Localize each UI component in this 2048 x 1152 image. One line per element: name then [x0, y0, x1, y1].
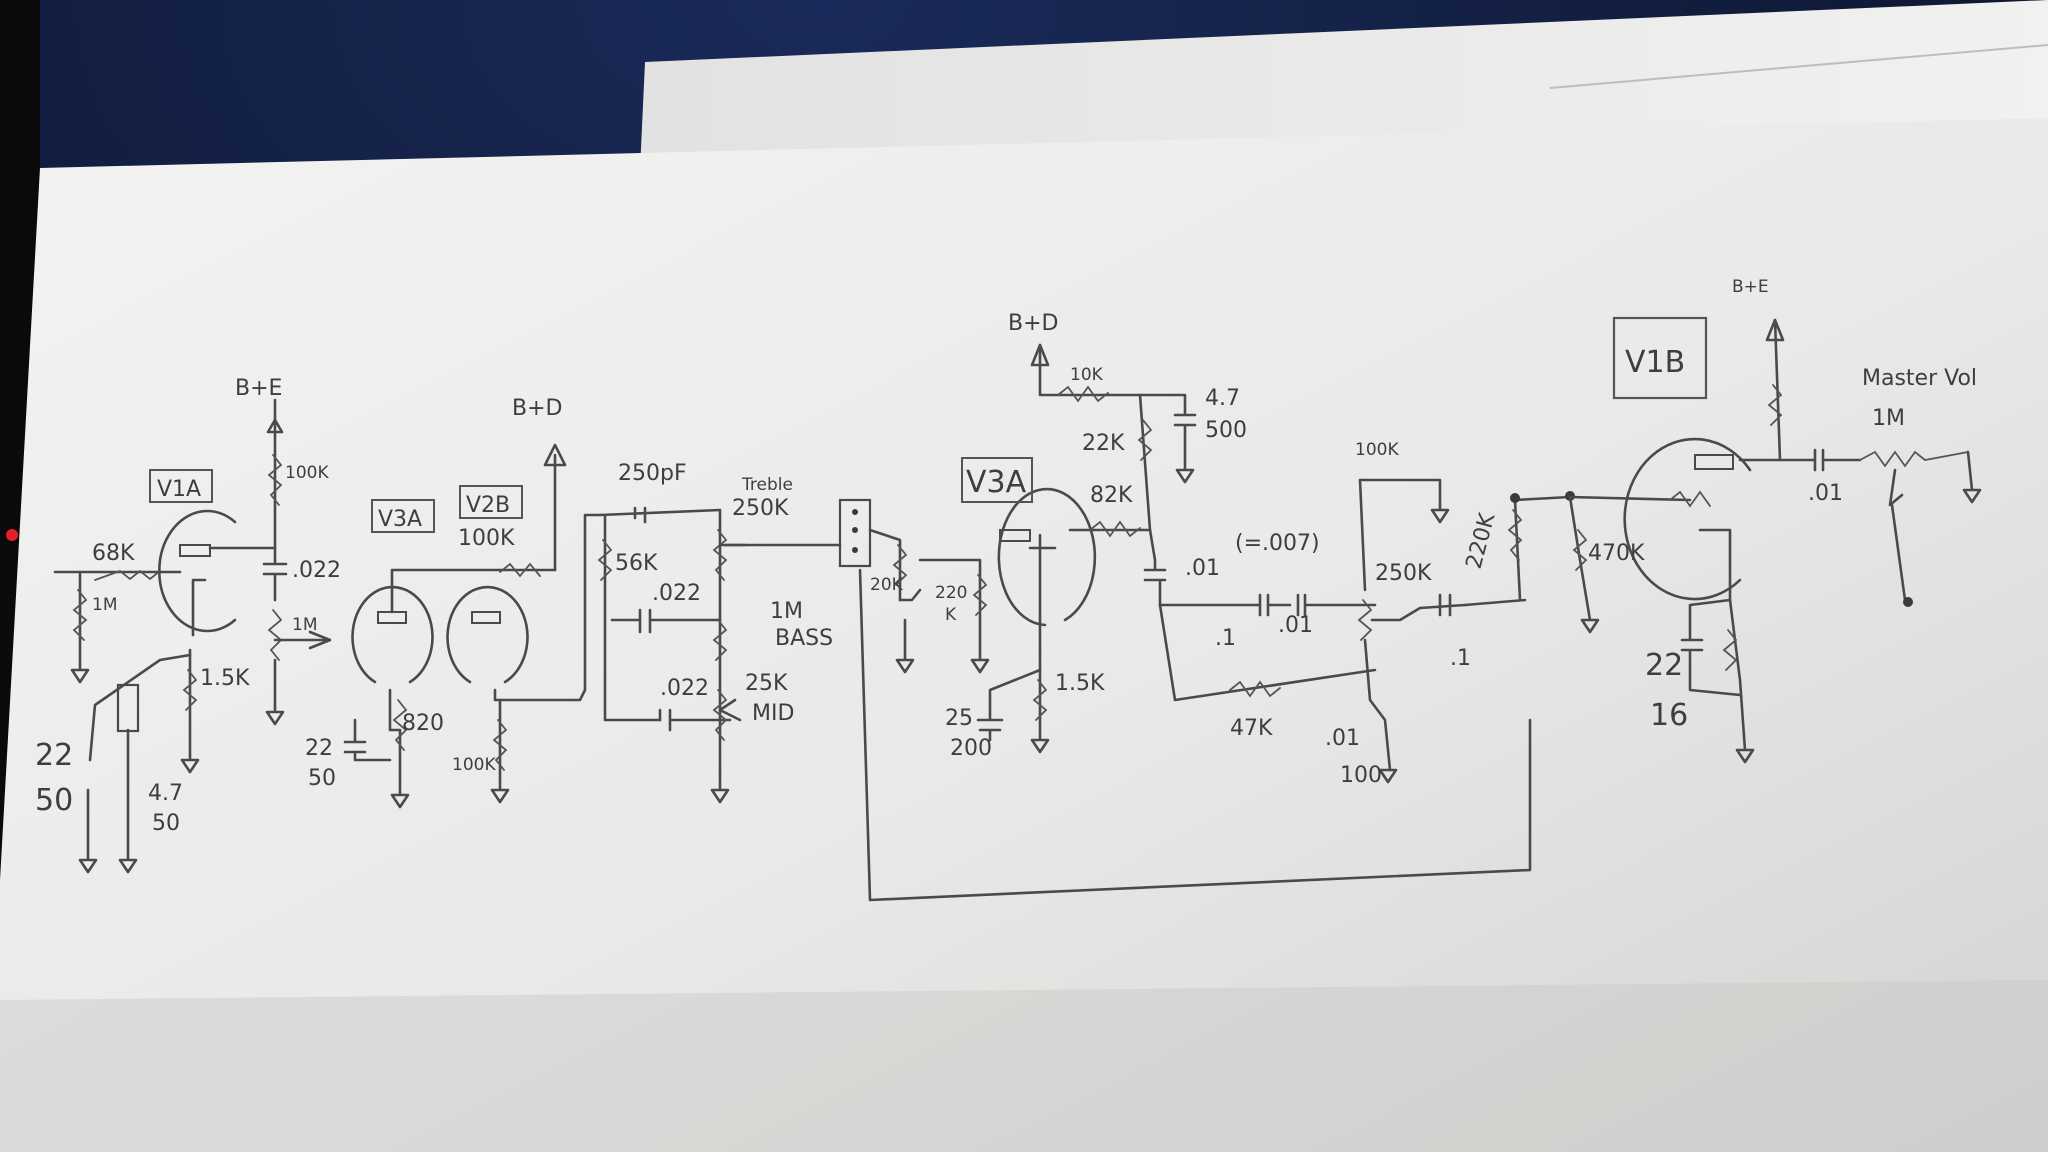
label-r100k-top: 100K — [1355, 440, 1399, 460]
label-treble-val: 250K — [732, 496, 789, 521]
paper-shadow — [0, 980, 2048, 1152]
label-c1-b: .1 — [1450, 646, 1471, 671]
label-master-vol: Master Vol — [1862, 366, 1977, 391]
label-c007: (=.007) — [1235, 531, 1320, 556]
label-bass-name: BASS — [775, 626, 833, 651]
label-v3a-mid: V3A — [966, 465, 1027, 500]
box-v1a — [149, 469, 213, 503]
label-r22k: 22K — [1082, 431, 1125, 456]
label-c01-out: .01 — [1808, 481, 1843, 506]
label-cap22-50-a: 22 — [35, 738, 73, 773]
label-pot20k: 20K — [870, 575, 904, 595]
label-v3a-left: V3A — [378, 507, 422, 532]
label-master-val: 1M — [1872, 406, 1905, 431]
label-mid-val: 25K — [745, 671, 788, 696]
label-r68k: 68K — [92, 541, 135, 566]
label-cap25-a: 25 — [945, 706, 973, 731]
schematic-labels: V1A B+E B+D 68K 1M 100K .022 1M 1.5K 22 … — [35, 277, 1977, 836]
label-v2b: V2B — [466, 493, 510, 518]
label-pot250k: 250K — [1375, 561, 1432, 586]
box-v1b — [1612, 316, 1708, 400]
label-r10k: 10K — [1070, 365, 1104, 385]
box-v3a-mid — [961, 457, 1033, 503]
label-cap22-50-d: 50 — [308, 766, 336, 791]
red-led — [6, 529, 18, 541]
label-bplus-e-right: B+E — [1732, 277, 1769, 297]
label-r1-5k-v3a: 1.5K — [1055, 671, 1105, 696]
label-c01-100-b: 100 — [1340, 763, 1382, 788]
label-c022-cpl: .022 — [292, 558, 341, 583]
label-bass-val: 1M — [770, 599, 803, 624]
label-treble-name: Treble — [741, 475, 793, 495]
label-bplus-d-mid: B+D — [1008, 311, 1058, 336]
label-cap22-50-b: 50 — [35, 783, 73, 818]
label-r220k-b: K — [945, 605, 957, 625]
label-r82k: 82K — [1090, 483, 1133, 508]
label-c01-a: .01 — [1185, 556, 1220, 581]
label-cap25-b: 200 — [950, 736, 992, 761]
label-r100k-v2b: 100K — [458, 526, 515, 551]
box-v3a-left — [371, 499, 435, 533]
tube-v2b — [446, 585, 529, 684]
label-r100k-v1a: 100K — [285, 463, 329, 483]
label-r56k: 56K — [615, 551, 658, 576]
label-r47k: 47K — [1230, 716, 1273, 741]
label-bplus-d-left: B+D — [512, 396, 562, 421]
schematic-wiring — [53, 318, 1982, 902]
paper-sheet — [0, 118, 2048, 1152]
label-c250pf: 250pF — [618, 461, 687, 486]
label-c022-bass: .022 — [652, 581, 701, 606]
label-r470k: 470K — [1588, 541, 1645, 566]
label-c01-100-a: .01 — [1325, 726, 1360, 751]
label-c022-mid: .022 — [660, 676, 709, 701]
label-c01-b: .01 — [1278, 613, 1313, 638]
tube-v1a — [158, 509, 237, 633]
label-v1b: V1B — [1625, 345, 1685, 380]
label-cap22-50-c: 22 — [305, 736, 333, 761]
label-cap22-16-b: 16 — [1650, 698, 1688, 733]
label-cap47-500-a: 4.7 — [1205, 386, 1240, 411]
label-cap47-50-b: 50 — [152, 811, 180, 836]
back-paper-edge — [1549, 44, 2048, 89]
label-v1a: V1A — [157, 477, 201, 502]
label-bplus-e-left: B+E — [235, 376, 282, 401]
tube-v3a-mid — [997, 487, 1097, 627]
label-r100k-cath: 100K — [452, 755, 496, 775]
box-v2b — [459, 485, 523, 519]
label-cap47-500-b: 500 — [1205, 418, 1247, 443]
tube-v1b — [1623, 437, 1752, 601]
label-r820: 820 — [402, 711, 444, 736]
label-r1m-in: 1M — [92, 595, 117, 615]
label-r1m-grid: 1M — [292, 615, 317, 635]
label-cap47-50-a: 4.7 — [148, 781, 183, 806]
label-c1-a: .1 — [1215, 626, 1236, 651]
label-r220k: 220 — [935, 583, 967, 603]
label-r1-5k-v1a: 1.5K — [200, 666, 250, 691]
label-mid-name: MID — [752, 701, 794, 726]
label-cap22-16-a: 22 — [1645, 648, 1683, 683]
